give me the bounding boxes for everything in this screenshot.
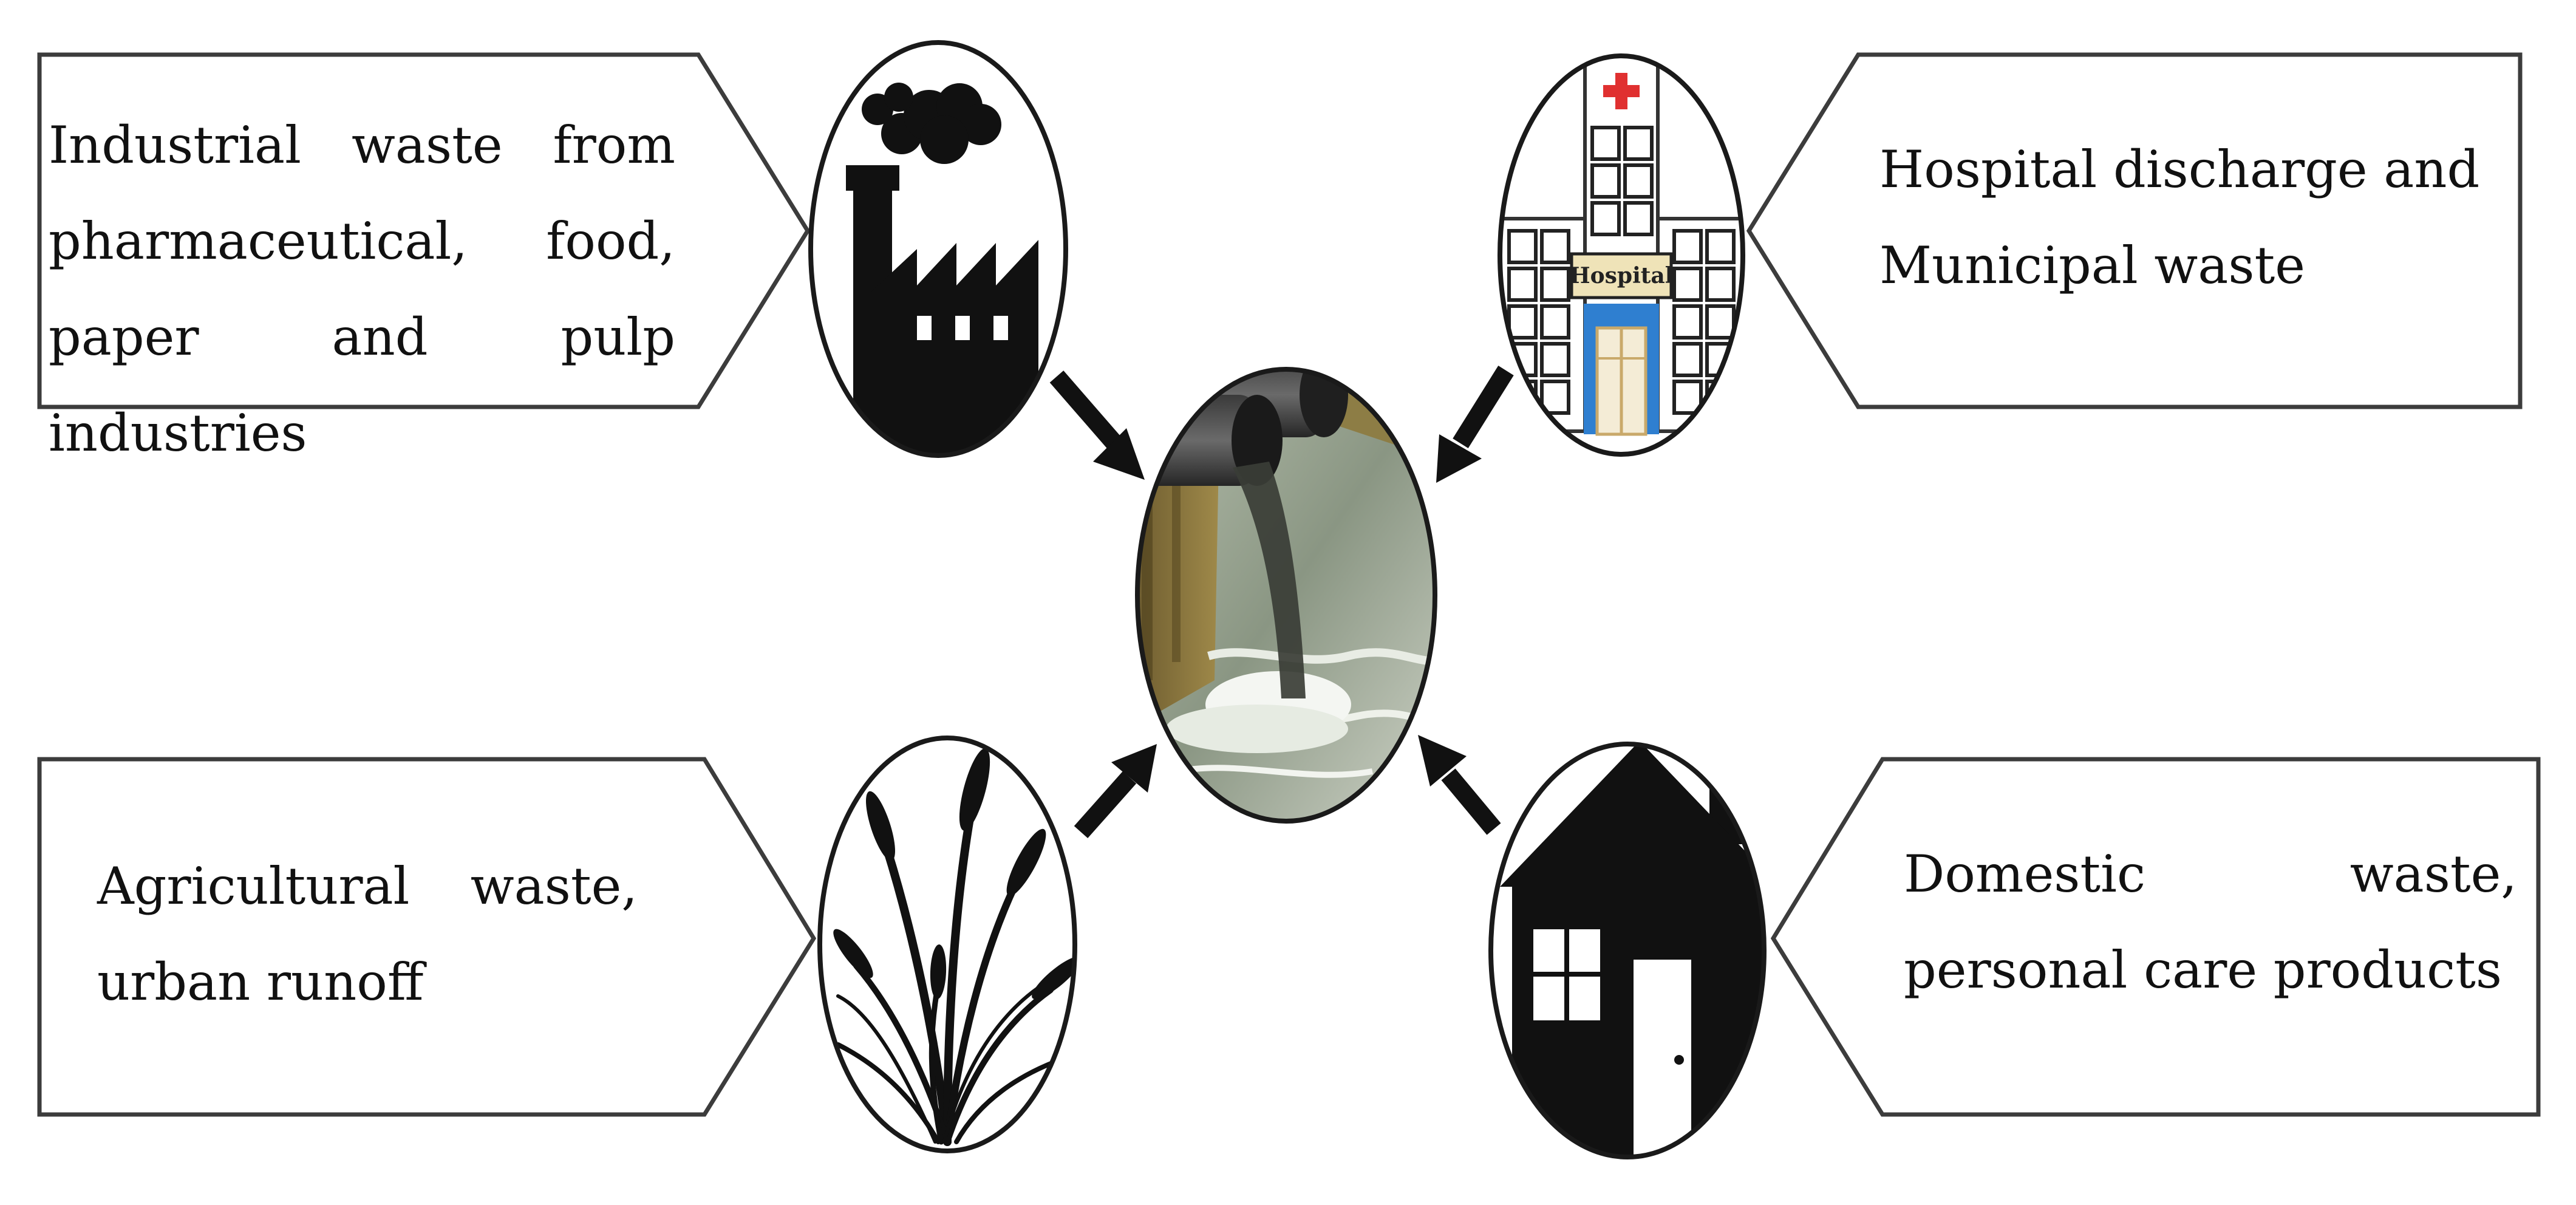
hospital-building-icon: Hospital: [1500, 56, 1743, 454]
factory-icon: [846, 83, 1038, 456]
industrial-label-frame: [37, 52, 811, 409]
arrow-from-industrial: [1049, 370, 1145, 480]
hospital-icon-frame: [1498, 53, 1745, 457]
center-image-frame: [1135, 367, 1437, 824]
wastewater-discharge-pipe-icon: [1137, 369, 1435, 821]
arrow-from-agricultural: [1074, 744, 1157, 838]
hospital-sign-text: Hospital: [1570, 263, 1674, 288]
house-icon-frame: [1488, 742, 1767, 1159]
domestic-label-frame: [1770, 757, 2541, 1117]
arrow-from-hospital: [1436, 366, 1514, 483]
hospital-discharge-label: Hospital discharge and Municipal waste: [1879, 140, 2480, 295]
agricultural-label-frame: [37, 757, 817, 1117]
grass-icon-frame: [817, 736, 1077, 1153]
factory-icon-frame: [808, 40, 1068, 458]
hospital-label-frame: [1746, 52, 2523, 409]
industrial-waste-label: Industrial waste from pharmaceutical, fo…: [49, 115, 675, 463]
house-icon: [1500, 744, 1764, 1157]
arrow-from-domestic: [1418, 735, 1501, 835]
wheat-heads: [833, 748, 1075, 1000]
domestic-waste-label: Domestic waste, personal care products: [1904, 844, 2517, 1000]
agricultural-waste-label: Agricultural waste, urban runoff: [97, 856, 638, 1012]
